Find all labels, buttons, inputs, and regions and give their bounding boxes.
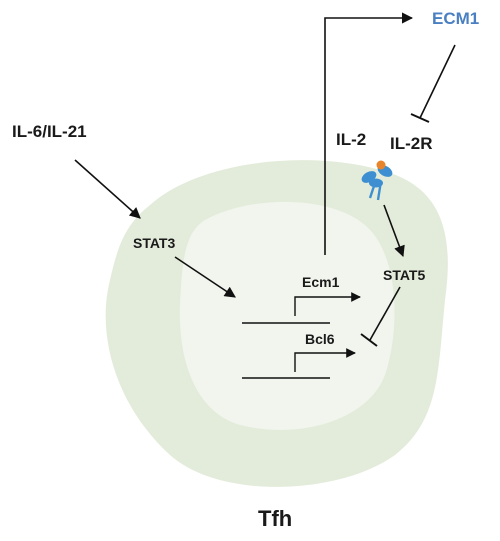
il2-receptor-icon [361, 160, 393, 201]
stat5-label: STAT5 [383, 267, 425, 283]
stat5-inhibits-bcl6-line [369, 286, 401, 341]
il6-il21-to-stat3-arrow [74, 159, 141, 219]
nucleus [179, 201, 395, 430]
ecm1-gene-promoter-arrow [294, 292, 361, 316]
ecm1-inhibits-il2r-line [419, 44, 456, 119]
ecm1-secretion-arrow [324, 12, 414, 255]
il6-il21-label: IL-6/IL-21 [12, 122, 87, 141]
ecm1-inhibits-il2r-bar [410, 113, 430, 123]
ecm1-protein-label: ECM1 [432, 9, 479, 28]
cell-type-label: Tfh [258, 506, 292, 531]
il2r-label: IL-2R [390, 134, 433, 153]
il2-label: IL-2 [336, 130, 366, 149]
stat3-to-ecm1-arrow [174, 256, 236, 298]
stat3-label: STAT3 [133, 235, 175, 251]
bcl6-gene-label: Bcl6 [305, 331, 335, 347]
il2r-to-stat5-arrow [383, 204, 405, 258]
bcl6-gene-promoter-arrow [294, 348, 356, 372]
ecm1-gene-label: Ecm1 [302, 274, 340, 290]
stat5-inhibits-bcl6-bar [360, 333, 378, 347]
